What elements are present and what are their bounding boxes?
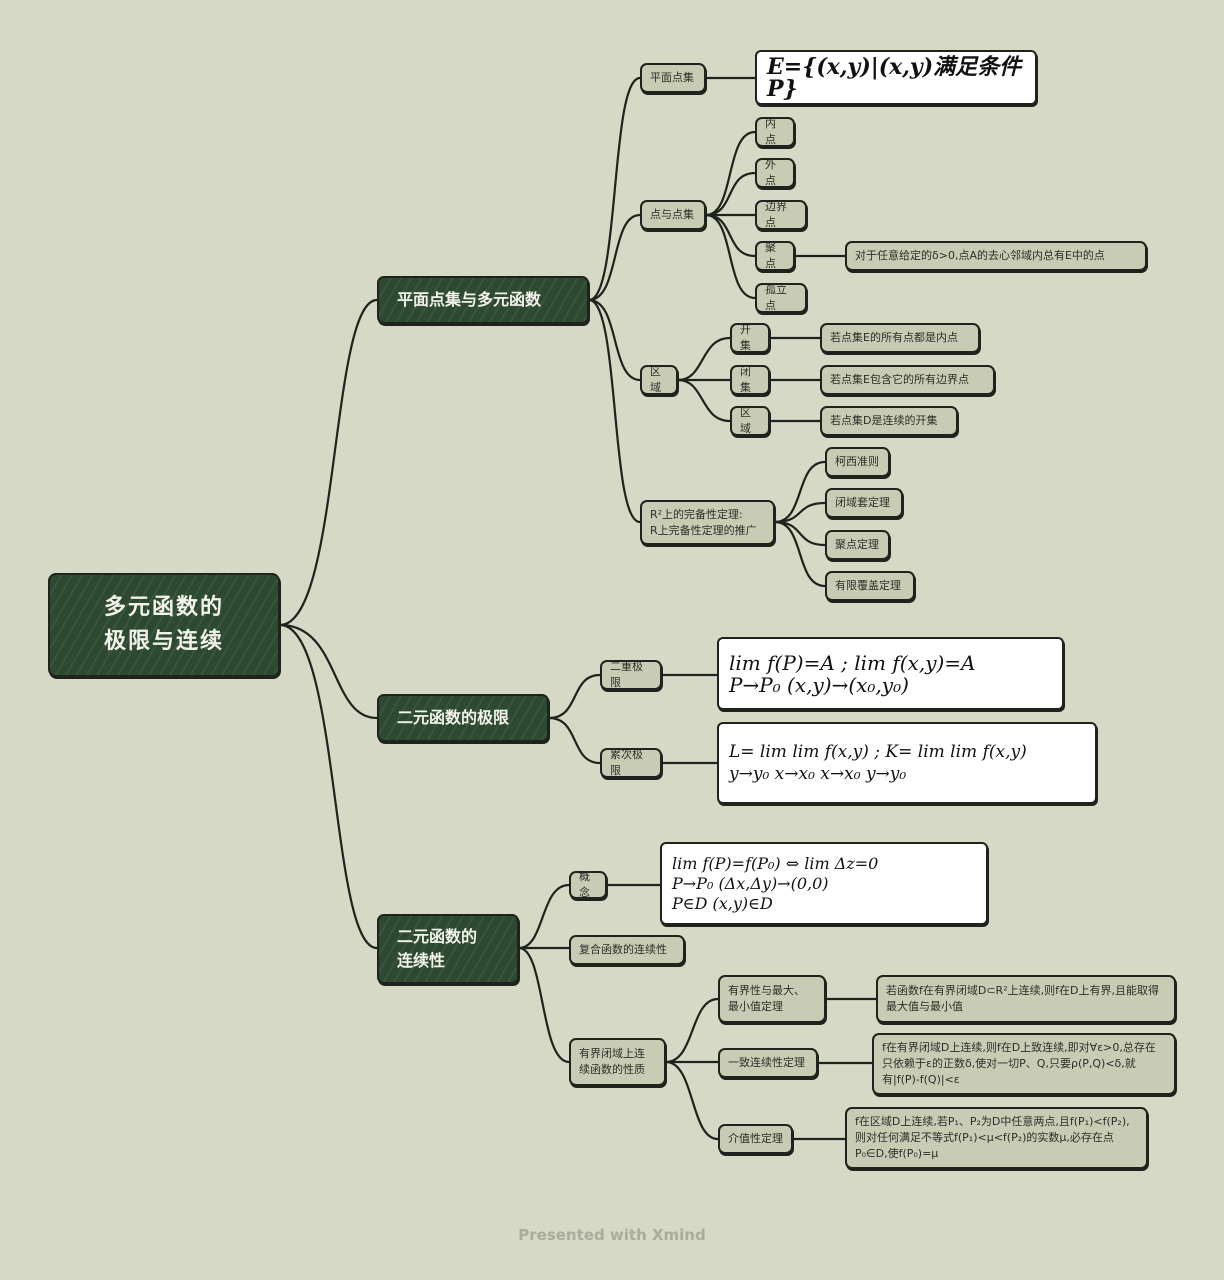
node-finite-cover[interactable]: 有限覆盖定理 <box>825 571 915 601</box>
node-iterated-limit[interactable]: 累次极限 <box>600 748 662 778</box>
desc-extreme-value-theorem[interactable]: 若函数f在有界闭域D⊂R²上连续,则f在D上有界,且能取得最大值与最小值 <box>876 975 1176 1023</box>
node-bounded-domain-properties[interactable]: 有界闭域上连 续函数的性质 <box>569 1038 666 1086</box>
node-plane-set[interactable]: 平面点集 <box>640 63 706 93</box>
node-open-set[interactable]: 开集 <box>730 323 770 353</box>
node-extreme-value-theorem[interactable]: 有界性与最大、 最小值定理 <box>718 975 826 1023</box>
desc-open-set[interactable]: 若点集E的所有点都是内点 <box>820 323 980 353</box>
formula-double-limit: lim f(P)=A ; lim f(x,y)=A P→P₀ (x,y)→(x₀… <box>717 637 1064 710</box>
node-accumulation-theorem[interactable]: 聚点定理 <box>825 530 890 560</box>
node-points-and-sets[interactable]: 点与点集 <box>640 200 706 230</box>
desc-intermediate-value[interactable]: f在区域D上连续,若P₁、P₂为D中任意两点,且f(P₁)<f(P₂),则对任何… <box>845 1107 1148 1169</box>
branch-plane-sets[interactable]: 平面点集与多元函数 <box>377 276 589 324</box>
root-node[interactable]: 多元函数的 极限与连续 <box>48 573 280 677</box>
desc-closed-set[interactable]: 若点集E包含它的所有边界点 <box>820 365 995 395</box>
formula-plane-set: E={(x,y)|(x,y)满足条件P} <box>755 50 1037 105</box>
node-composite-continuity[interactable]: 复合函数的连续性 <box>569 935 685 965</box>
desc-uniform-continuity[interactable]: f在有界闭域D上连续,则f在D上致连续,即对∀ε>0,总存在只依赖于ε的正数δ,… <box>872 1033 1176 1095</box>
desc-accumulation-point[interactable]: 对于任意给定的δ>0,点A的去心邻域内总有E中的点 <box>845 241 1147 271</box>
node-boundary-point[interactable]: 边界点 <box>755 200 807 230</box>
node-uniform-continuity[interactable]: 一致连续性定理 <box>718 1048 818 1078</box>
node-nested-domains[interactable]: 闭域套定理 <box>825 488 903 518</box>
desc-region[interactable]: 若点集D是连续的开集 <box>820 406 958 436</box>
formula-continuity: lim f(P)=f(P₀) ⇔ lim Δz=0 P→P₀ (Δx,Δy)→(… <box>660 842 988 925</box>
node-cauchy[interactable]: 柯西准则 <box>825 447 890 477</box>
node-accumulation-point[interactable]: 聚点 <box>755 241 795 271</box>
formula-iterated-limit: L= lim lim f(x,y) ; K= lim lim f(x,y) y→… <box>717 722 1097 804</box>
node-concept[interactable]: 概念 <box>569 870 607 899</box>
node-region-def[interactable]: 区域 <box>730 406 770 436</box>
node-double-limit[interactable]: 二重极限 <box>600 660 662 690</box>
footer-watermark: Presented with Xmind <box>518 1226 706 1244</box>
branch-limits[interactable]: 二元函数的极限 <box>377 694 549 742</box>
node-completeness[interactable]: R²上的完备性定理: R上完备性定理的推广 <box>640 500 775 545</box>
node-exterior-point[interactable]: 外点 <box>755 158 795 188</box>
node-region[interactable]: 区域 <box>640 365 678 395</box>
branch-continuity[interactable]: 二元函数的 连续性 <box>377 914 519 984</box>
node-interior-point[interactable]: 内点 <box>755 117 795 147</box>
node-intermediate-value[interactable]: 介值性定理 <box>718 1124 793 1154</box>
node-closed-set[interactable]: 闭集 <box>730 365 770 395</box>
node-isolated-point[interactable]: 孤立点 <box>755 283 807 313</box>
